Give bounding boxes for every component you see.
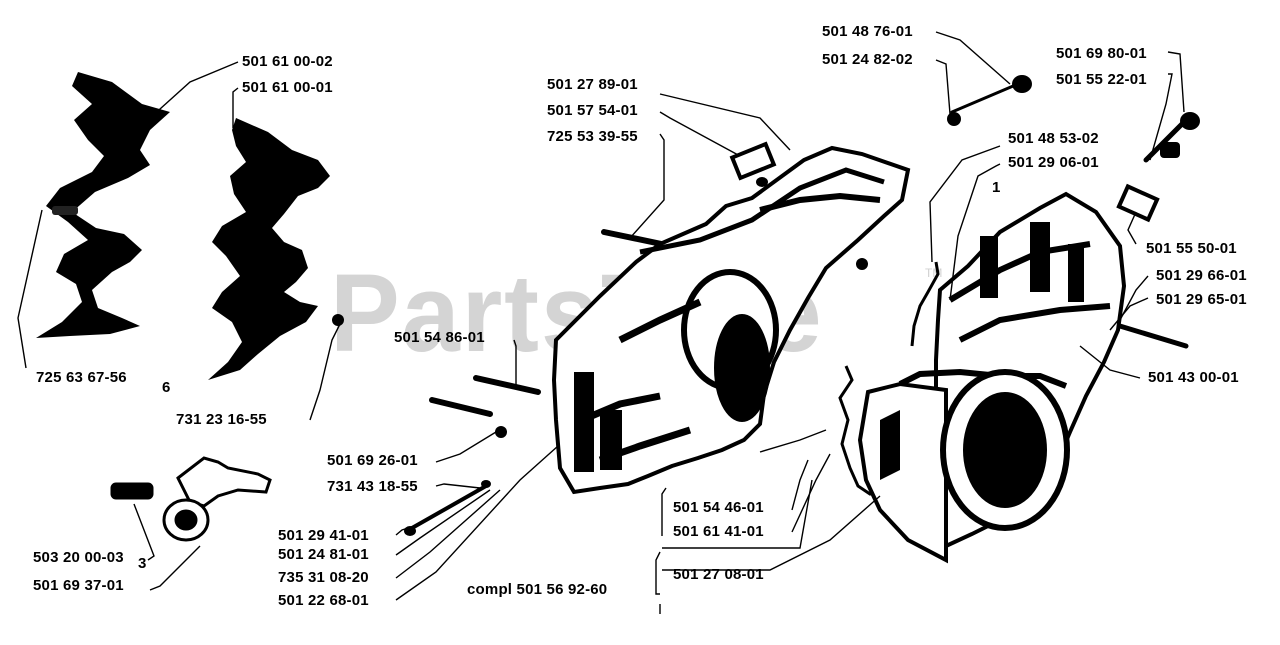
label-501575401: 501 57 54-01 bbox=[547, 102, 638, 119]
cap-top bbox=[1012, 75, 1032, 93]
plate-right bbox=[1116, 183, 1160, 223]
screw-head-mid bbox=[856, 258, 868, 270]
label-501296601: 501 29 66-01 bbox=[1156, 267, 1247, 284]
bracket-part bbox=[110, 456, 272, 542]
label-501270801: 501 27 08-01 bbox=[673, 566, 764, 583]
guard-plate-left bbox=[36, 72, 170, 338]
label-501555001: 501 55 50-01 bbox=[1146, 240, 1237, 257]
label-501430001: 501 43 00-01 bbox=[1148, 369, 1239, 386]
label-725636756: 725 63 67-56 bbox=[36, 369, 127, 386]
nut-top bbox=[947, 112, 961, 126]
gasket-right bbox=[910, 261, 940, 347]
label-501552201: 501 55 22-01 bbox=[1056, 71, 1147, 88]
fitting-right bbox=[1160, 142, 1180, 158]
plate-small bbox=[729, 141, 777, 181]
label-501614101: 501 61 41-01 bbox=[673, 523, 764, 540]
label-503200003: 503 20 00-03 bbox=[33, 549, 124, 566]
label-501544601: 501 54 46-01 bbox=[673, 499, 764, 516]
leader-lines bbox=[17, 31, 1185, 614]
crankcase-right bbox=[857, 191, 1127, 564]
pin-upper bbox=[473, 375, 541, 395]
cap-right bbox=[1180, 112, 1200, 130]
label-501548601: 501 54 86-01 bbox=[394, 329, 485, 346]
label-731431855: 731 43 18-55 bbox=[327, 478, 418, 495]
bolt-low bbox=[410, 484, 488, 530]
label-501487601: 501 48 76-01 bbox=[822, 23, 913, 40]
label-index-6: 6 bbox=[162, 379, 171, 396]
pin-lower bbox=[429, 397, 493, 417]
label-501278901: 501 27 89-01 bbox=[547, 76, 638, 93]
label-725533955: 725 53 39-55 bbox=[547, 128, 638, 145]
label-735310820: 735 31 08-20 bbox=[278, 569, 369, 586]
label-501610002: 501 61 00-02 bbox=[242, 53, 333, 70]
nut-mid bbox=[495, 426, 507, 438]
label-compl-501569260: compl 501 56 92-60 bbox=[467, 581, 608, 598]
fitting-stem bbox=[1143, 115, 1191, 163]
label-501296501: 501 29 65-01 bbox=[1156, 291, 1247, 308]
label-index-1: 1 bbox=[992, 179, 1001, 196]
label-501692601: 501 69 26-01 bbox=[327, 452, 418, 469]
label-501248202: 501 24 82-02 bbox=[822, 51, 913, 68]
label-731231655: 731 23 16-55 bbox=[176, 411, 267, 428]
label-501294101: 501 29 41-01 bbox=[278, 527, 369, 544]
rod-top bbox=[950, 82, 1020, 114]
nut-left bbox=[332, 314, 344, 326]
gasket-left bbox=[838, 365, 885, 496]
label-501693701: 501 69 37-01 bbox=[33, 577, 124, 594]
label-501485302: 501 48 53-02 bbox=[1008, 130, 1099, 147]
label-501698001: 501 69 80-01 bbox=[1056, 45, 1147, 62]
guard-plate-right bbox=[208, 118, 330, 380]
label-501610001: 501 61 00-01 bbox=[242, 79, 333, 96]
screw-left bbox=[52, 206, 78, 215]
label-501226801: 501 22 68-01 bbox=[278, 592, 369, 609]
label-index-3: 3 bbox=[138, 555, 147, 572]
label-501290601: 501 29 06-01 bbox=[1008, 154, 1099, 171]
crankcase-left bbox=[551, 145, 911, 495]
label-501248101: 501 24 81-01 bbox=[278, 546, 369, 563]
washer-top bbox=[756, 177, 768, 187]
